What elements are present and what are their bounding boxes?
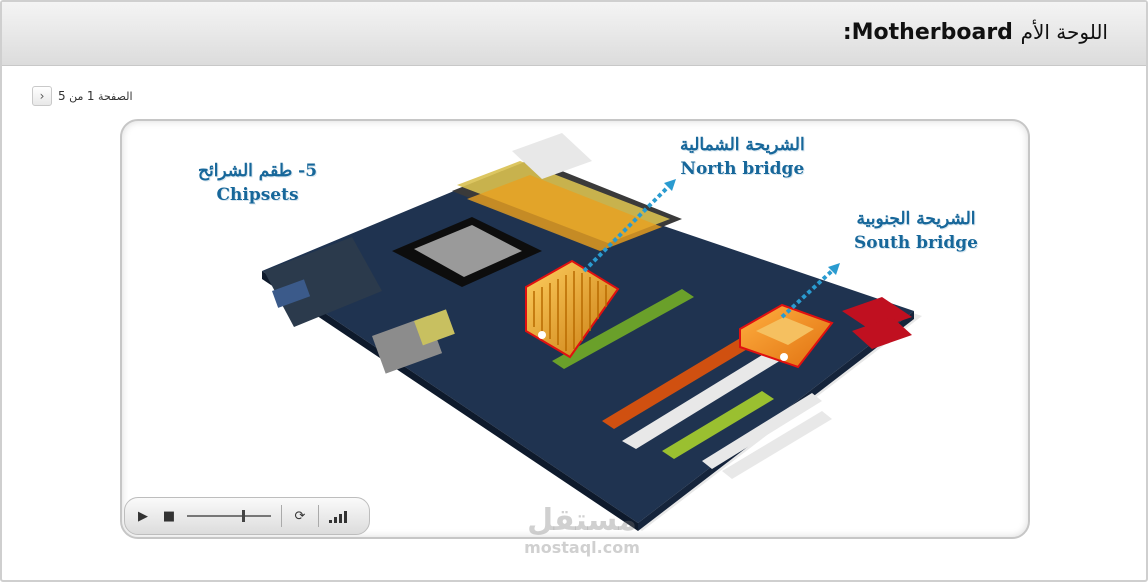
south-bridge-arrow — [780, 267, 836, 319]
page-indicator: الصفحة 1 من 5 — [58, 89, 133, 103]
media-controls: ▶ ■ ⟳ — [124, 497, 370, 535]
north-bridge-label: الشريحة الشمالية North bridge — [680, 135, 805, 179]
play-button[interactable]: ▶ — [135, 506, 151, 526]
stop-icon: ■ — [162, 508, 176, 524]
motherboard-illustration — [262, 133, 922, 531]
south-bridge-label: الشريحة الجنوبية South bridge — [854, 209, 978, 253]
page-header: اللوحة الأم Motherboard: — [2, 2, 1146, 66]
chipsets-label: 5- طقم الشرائح Chipsets — [198, 161, 318, 205]
seek-thumb[interactable] — [242, 510, 245, 522]
page-title: اللوحة الأم Motherboard: — [843, 20, 1108, 45]
play-icon: ▶ — [138, 508, 148, 524]
volume-icon[interactable] — [329, 509, 347, 523]
current-page: 1 — [86, 89, 95, 103]
replay-icon: ⟳ — [294, 508, 306, 524]
replay-button[interactable]: ⟳ — [292, 506, 308, 526]
chevron-right-icon: › — [39, 89, 45, 103]
north-bridge-arrow — [582, 183, 672, 273]
next-page-button[interactable]: › — [32, 86, 52, 106]
stop-button[interactable]: ■ — [161, 506, 177, 526]
slide-stage: 5- طقم الشرائح Chipsets الشريحة الشمالية… — [120, 119, 1030, 539]
page-title-colon: : — [842, 20, 852, 45]
pager: › الصفحة 1 من 5 — [32, 86, 133, 106]
watermark-logo: مستقل mostaql.com — [524, 503, 640, 558]
total-pages: 5 — [58, 89, 66, 103]
seek-slider[interactable] — [187, 506, 271, 526]
page-title-en: Motherboard — [851, 20, 1013, 45]
page-title-ar: اللوحة الأم — [1020, 20, 1108, 44]
north-bridge-chip — [525, 259, 620, 359]
